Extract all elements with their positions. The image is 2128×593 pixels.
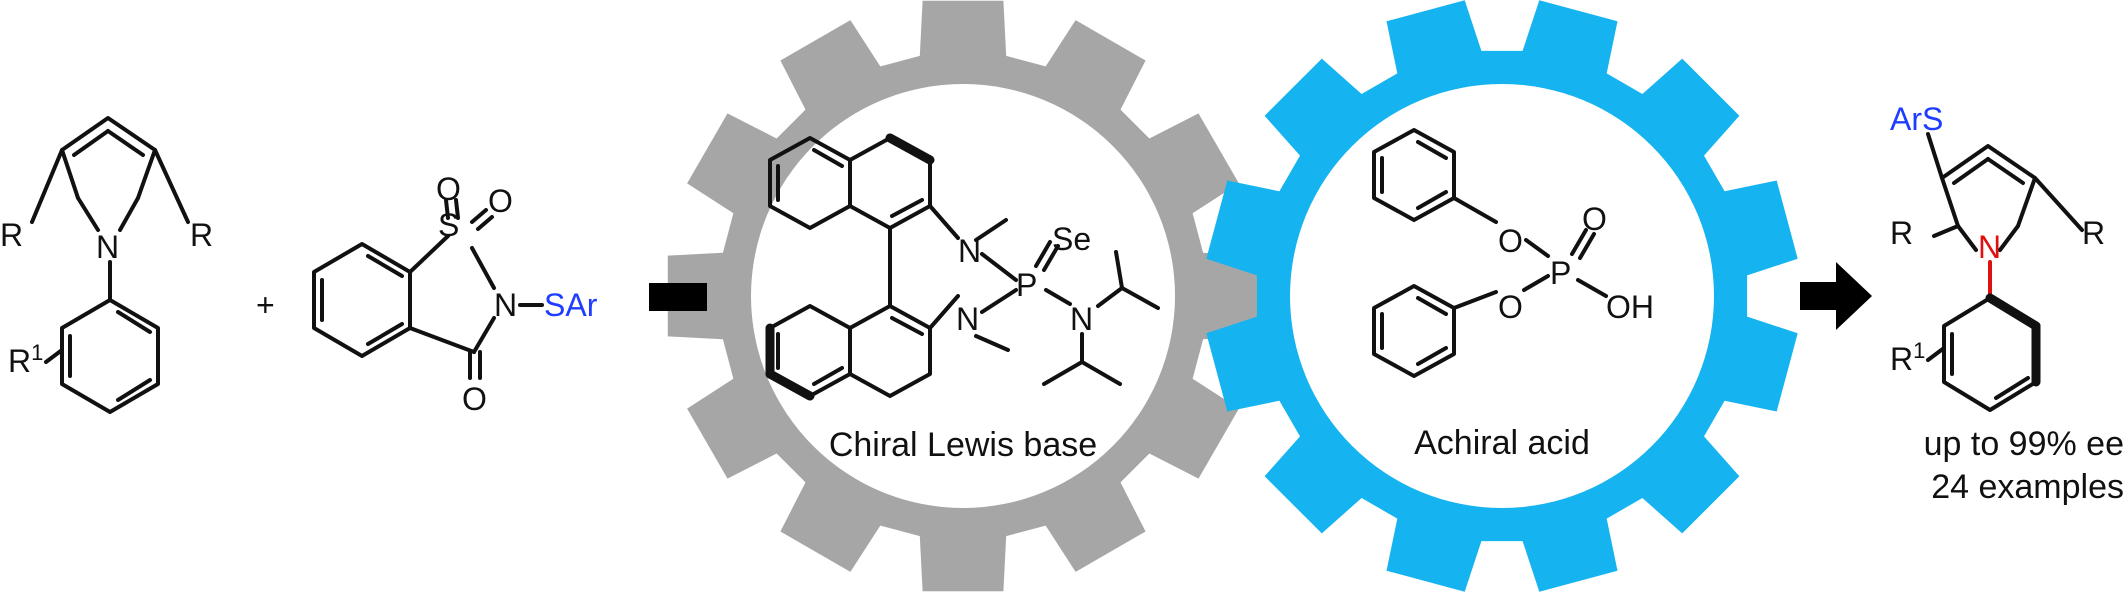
gray-gear-lewis-base: [667, 0, 1259, 592]
selenium-atom: Se: [1052, 221, 1091, 257]
product-r-left: R: [1890, 215, 1913, 251]
blue-gear-achiral-acid: [1206, 0, 1798, 592]
ester-oxygen-1: O: [1498, 223, 1523, 259]
ester-oxygen-2: O: [1498, 289, 1523, 325]
amine-n-ipr: N: [1070, 301, 1093, 337]
saccharin-nitrogen: N: [494, 287, 517, 323]
phosphorus-left: P: [1016, 267, 1037, 303]
pyrrole-reactant: R R N R1: [0, 116, 213, 414]
pyrrole-r-left: R: [0, 217, 23, 253]
pyrrole-nitrogen: N: [96, 229, 119, 265]
gray-gear-hole: [751, 84, 1175, 508]
connector-bar: [649, 283, 707, 311]
sulfenylated-pyrrole-product: ArS R R N R1: [1890, 101, 2105, 412]
chiral-lewis-base-structure: N N P Se N: [765, 133, 1160, 401]
hydroxyl-group: OH: [1606, 289, 1654, 325]
plus-sign: +: [256, 287, 275, 323]
achiral-acid-caption: Achiral acid: [1414, 424, 1590, 462]
reaction-arrow: [1800, 262, 1872, 330]
phosphorus-right: P: [1550, 255, 1571, 291]
amine-n-top: N: [958, 233, 981, 269]
carbonyl-oxygen: O: [462, 381, 487, 417]
chiral-lewis-base-caption: Chiral Lewis base: [829, 426, 1097, 464]
sar-group: SAr: [544, 287, 598, 323]
sulfonyl-sulfur: S: [438, 207, 459, 243]
result-examples: 24 examples: [1931, 468, 2124, 506]
product-r-right: R: [2082, 215, 2105, 251]
result-ee: up to 99% ee: [1924, 425, 2124, 463]
achiral-acid-structure: O O P O OH: [1372, 128, 1654, 378]
blue-gear-hole: [1290, 84, 1714, 508]
amine-n-bottom: N: [956, 301, 979, 337]
pyrrole-r1: R1: [8, 340, 43, 379]
product-r1: R1: [1890, 338, 1925, 377]
pyrrole-r-right: R: [190, 217, 213, 253]
product-ars-group: ArS: [1890, 101, 1943, 137]
sulfonyl-oxygen-left: O: [436, 171, 461, 207]
saccharin-reagent: S O O N SAr O: [312, 171, 598, 417]
sulfonyl-oxygen-right: O: [488, 183, 513, 219]
phosphoryl-oxygen: O: [1582, 201, 1607, 237]
product-nitrogen: N: [1978, 229, 2001, 265]
